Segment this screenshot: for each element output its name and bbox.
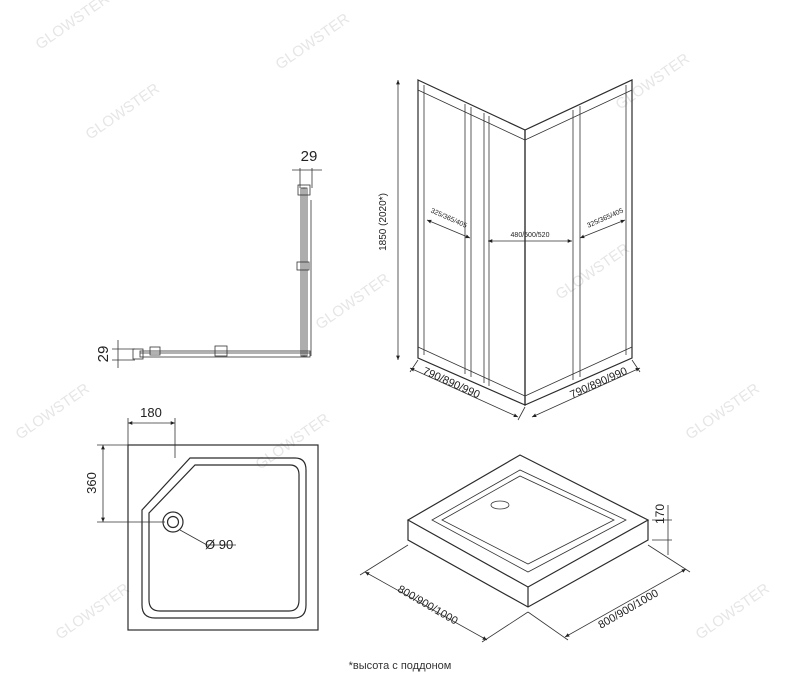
cabin-width-left-label: 790/890/990 — [421, 365, 482, 401]
tray-height-label: 170 — [653, 504, 667, 524]
tray-basin-outer — [141, 457, 307, 619]
watermark-group: GLOWSTER GLOWSTER GLOWSTER GLOWSTER GLOW… — [13, 0, 773, 643]
profile-side-width-label: 29 — [95, 346, 112, 363]
tray-width-left-label: 800/900/1000 — [395, 583, 459, 627]
watermark: GLOWSTER — [13, 380, 93, 443]
watermark: GLOWSTER — [613, 50, 693, 113]
profile-cap-left — [132, 348, 144, 360]
drain-diameter-label: Ø 90 — [205, 537, 233, 552]
door-left-label: 325/365/405 — [429, 208, 468, 230]
door-center-label: 480/500/520 — [511, 232, 550, 239]
footnote: *высота с поддоном — [348, 660, 452, 672]
tray-basin-inner — [148, 464, 300, 612]
cabin-left-panel — [417, 79, 526, 406]
watermark: GLOWSTER — [693, 580, 773, 643]
profile-clip-right — [214, 345, 228, 357]
horizontal-profile — [139, 350, 311, 358]
watermark: GLOWSTER — [313, 270, 393, 333]
drain-inner — [166, 515, 180, 529]
tray-3d-drain — [490, 500, 510, 510]
watermark: GLOWSTER — [273, 10, 353, 73]
cabin-view: 1850 (2020*) 325/365/405 480/500/520 325… — [378, 79, 641, 421]
cabin-width-right-label: 790/890/990 — [568, 365, 629, 401]
watermark: GLOWSTER — [53, 580, 133, 643]
profile-clip — [296, 261, 310, 271]
profile-cap-top — [297, 184, 311, 196]
watermark: GLOWSTER — [683, 380, 763, 443]
watermark: GLOWSTER — [83, 80, 163, 143]
tray-3d-basin — [431, 469, 627, 573]
watermark: GLOWSTER — [553, 240, 633, 303]
profile-top-width-label: 29 — [301, 148, 318, 165]
tray-3d-view: 170 800/900/1000 800/900/1000 — [359, 454, 691, 643]
corner-y-label: 360 — [84, 472, 99, 494]
vertical-profile — [300, 187, 308, 357]
door-right-label: 325/365/405 — [586, 207, 625, 229]
drain-outer — [162, 511, 184, 533]
watermark: GLOWSTER — [253, 410, 333, 473]
corner-x-label: 180 — [140, 405, 162, 420]
tray-width-right-label: 800/900/1000 — [596, 587, 660, 631]
vertical-profile-inner — [302, 187, 306, 357]
profile-clip-left — [149, 346, 161, 356]
tray-plan-view: Ø 90 180 360 — [84, 405, 319, 631]
cabin-height-label: 1850 (2020*) — [378, 193, 389, 251]
tray-outline — [127, 444, 319, 631]
cabin-right-panel — [524, 79, 633, 406]
profile-top-view: 29 29 — [95, 148, 322, 368]
watermark: GLOWSTER — [33, 0, 113, 53]
